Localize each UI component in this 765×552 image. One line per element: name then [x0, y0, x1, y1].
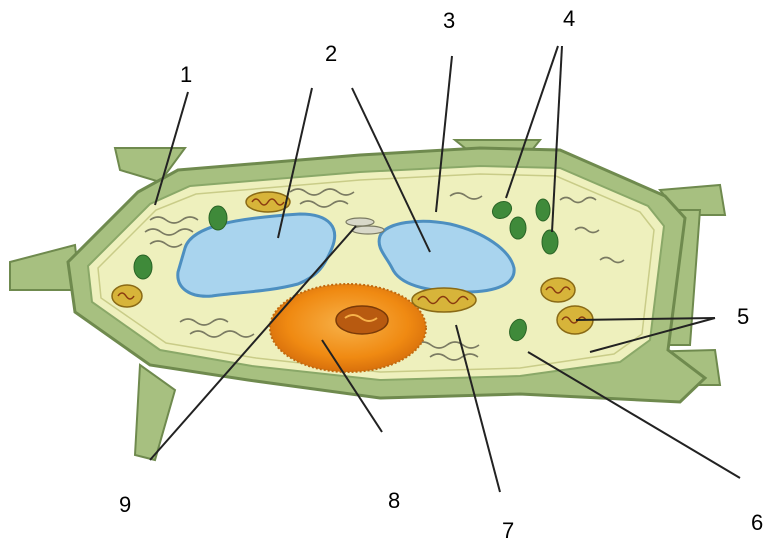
label-1: 1: [180, 64, 192, 86]
label-9: 9: [119, 494, 131, 516]
label-6: 6: [751, 512, 763, 534]
label-3: 3: [443, 10, 455, 32]
label-8: 8: [388, 490, 400, 512]
label-5: 5: [737, 306, 749, 328]
label-2: 2: [325, 43, 337, 65]
label-4: 4: [563, 8, 575, 30]
nucleolus: [336, 306, 388, 334]
label-7: 7: [502, 520, 514, 542]
